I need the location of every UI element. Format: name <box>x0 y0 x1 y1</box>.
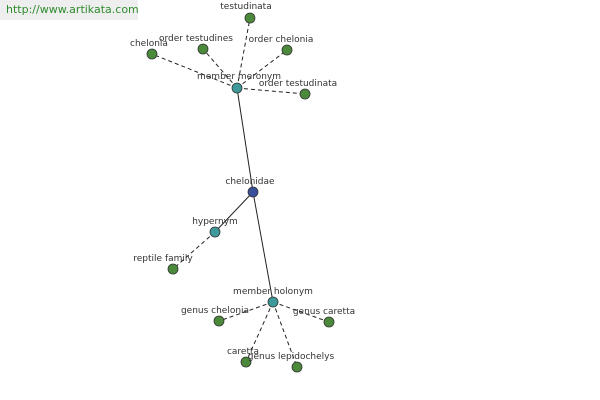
label-order-chelonia: order chelonia <box>249 35 314 45</box>
edge-holonym-genus-chelonia <box>218 301 274 322</box>
edge-meronym-order-testudinata <box>236 87 306 95</box>
node-member-holonym[interactable] <box>267 296 279 308</box>
edge-chelonidae-member-meronym <box>236 87 254 193</box>
label-caretta: caretta <box>227 347 259 357</box>
edge-holonym-caretta <box>245 301 274 363</box>
label-genus-lepidochelys: genus lepidochelys <box>248 352 335 362</box>
watermark-url: http://www.artikata.com <box>0 0 139 20</box>
node-genus-caretta[interactable] <box>323 316 335 328</box>
edge-holonym-genus-lepidochelys <box>272 301 298 368</box>
node-genus-lepidochelys[interactable] <box>291 361 303 373</box>
edge-holonym-genus-caretta <box>272 301 330 323</box>
label-testudinata: testudinata <box>220 2 271 12</box>
node-order-testudinata[interactable] <box>299 88 311 100</box>
node-reptile-family[interactable] <box>167 263 179 275</box>
label-hypernym: hypernym <box>192 217 238 227</box>
edge-meronym-testudinata <box>236 17 251 89</box>
label-member-holonym: member holonym <box>233 287 313 297</box>
label-chelonia: chelonia <box>130 39 168 49</box>
node-order-testudines[interactable] <box>197 43 209 55</box>
edge-chelonidae-member-holonym <box>252 191 274 303</box>
edge-chelonidae-hypernym <box>214 191 254 233</box>
edge-meronym-order-chelonia <box>236 49 288 89</box>
node-genus-chelonia[interactable] <box>213 315 225 327</box>
label-order-testudines: order testudines <box>159 34 233 44</box>
node-order-chelonia[interactable] <box>281 44 293 56</box>
label-member-meronym: member meronym <box>197 72 281 82</box>
label-genus-caretta: genus caretta <box>293 307 355 317</box>
label-reptile-family: reptile family <box>133 254 193 264</box>
node-caretta[interactable] <box>240 356 252 368</box>
node-testudinata[interactable] <box>244 12 256 24</box>
edge-hypernym-reptile-family <box>172 231 216 270</box>
node-chelonia[interactable] <box>146 48 158 60</box>
label-order-testudinata: order testudinata <box>259 79 337 89</box>
label-genus-chelonia: genus chelonia <box>181 306 249 316</box>
node-hypernym[interactable] <box>209 226 221 238</box>
nodes <box>146 12 335 373</box>
node-member-meronym[interactable] <box>231 82 243 94</box>
edges <box>151 17 330 368</box>
edge-meronym-chelonia <box>151 53 238 89</box>
node-chelonidae[interactable] <box>247 186 259 198</box>
label-chelonidae: chelonidae <box>225 177 275 187</box>
labels: chelonidae member meronym hypernym membe… <box>130 2 355 362</box>
edge-meronym-order-testudines <box>202 48 238 89</box>
